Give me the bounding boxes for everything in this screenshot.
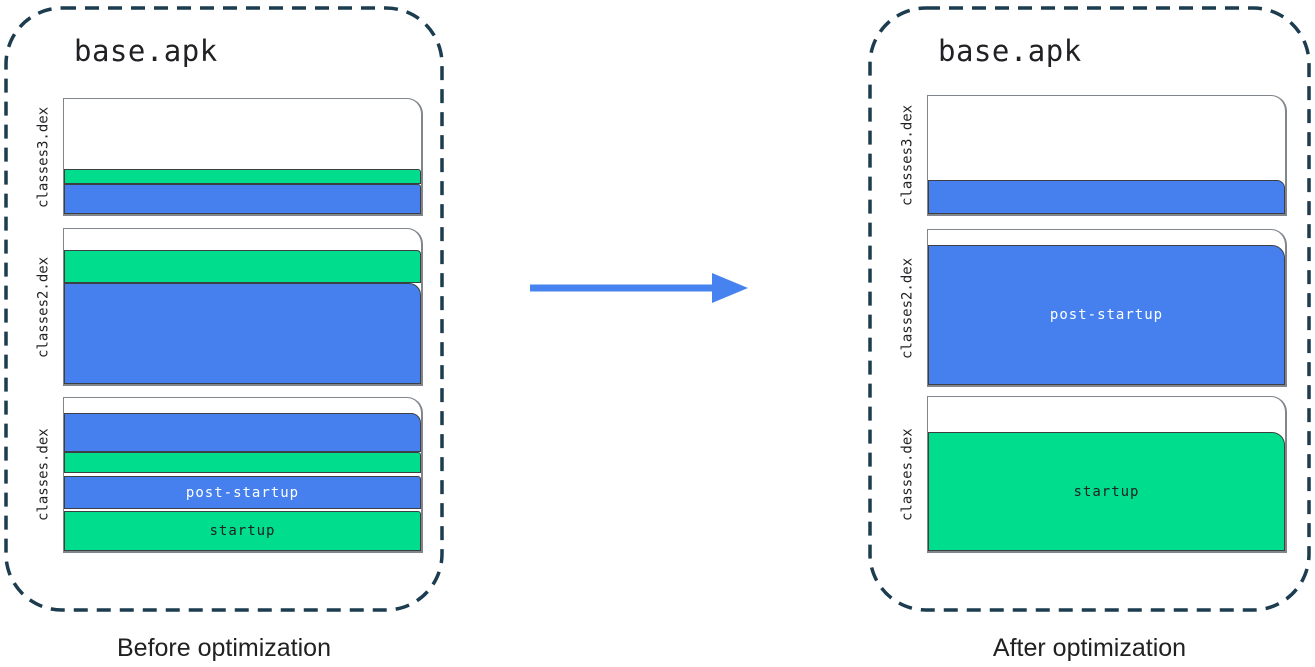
apk-title: base.apk [938,34,1082,68]
dex-file-name: classes2.dex [35,256,52,358]
segment-post-startup: post-startup [928,245,1285,385]
segment-green [64,452,421,473]
dex-file-classes-dex: classes.dex startup [888,396,1287,553]
segment-blue [64,283,421,384]
after-caption: After optimization [992,634,1187,662]
before-panel: base.apk classes3.dex classes2.dex classes… [4,6,444,612]
apk-title: base.apk [74,34,218,68]
dex-file-page [63,98,423,216]
segment-label: startup [1073,483,1140,500]
dex-file-page [63,228,423,386]
dex-file-classes3-dex: classes3.dex [888,95,1287,216]
dex-file-name: classes.dex [899,428,916,521]
segment-green [64,169,421,184]
dex-file-page [927,95,1287,216]
segment-startup: startup [64,511,421,551]
transform-arrow-icon [530,273,748,303]
segment-label: post-startup [185,484,300,501]
dex-file-name: classes3.dex [35,106,52,208]
segment-blue [64,413,421,452]
segment-label: startup [209,523,276,539]
dex-file-classes2-dex: classes2.dex post-startup [888,229,1287,387]
segment-startup: startup [928,432,1285,551]
dex-file-page: post-startup [927,229,1287,387]
after-panel: base.apk classes3.dex classes2.dex post-st… [868,6,1311,612]
segment-blue [928,180,1285,214]
dex-file-page: startup [927,396,1287,553]
dex-file-classes2-dex: classes2.dex [24,228,423,386]
segment-green [64,250,421,283]
dex-file-name: classes2.dex [899,257,916,359]
dex-file-name: classes3.dex [899,104,916,207]
dex-file-page: post-startup startup [63,397,423,553]
before-caption: Before optimization [116,634,331,662]
segment-blue [64,184,421,214]
segment-post-startup: post-startup [64,476,421,509]
dex-file-classes-dex: classes.dex post-startup startup [24,397,423,553]
dex-file-classes3-dex: classes3.dex [24,98,423,216]
segment-label: post-startup [1049,307,1164,323]
dex-file-name: classes.dex [35,428,52,522]
